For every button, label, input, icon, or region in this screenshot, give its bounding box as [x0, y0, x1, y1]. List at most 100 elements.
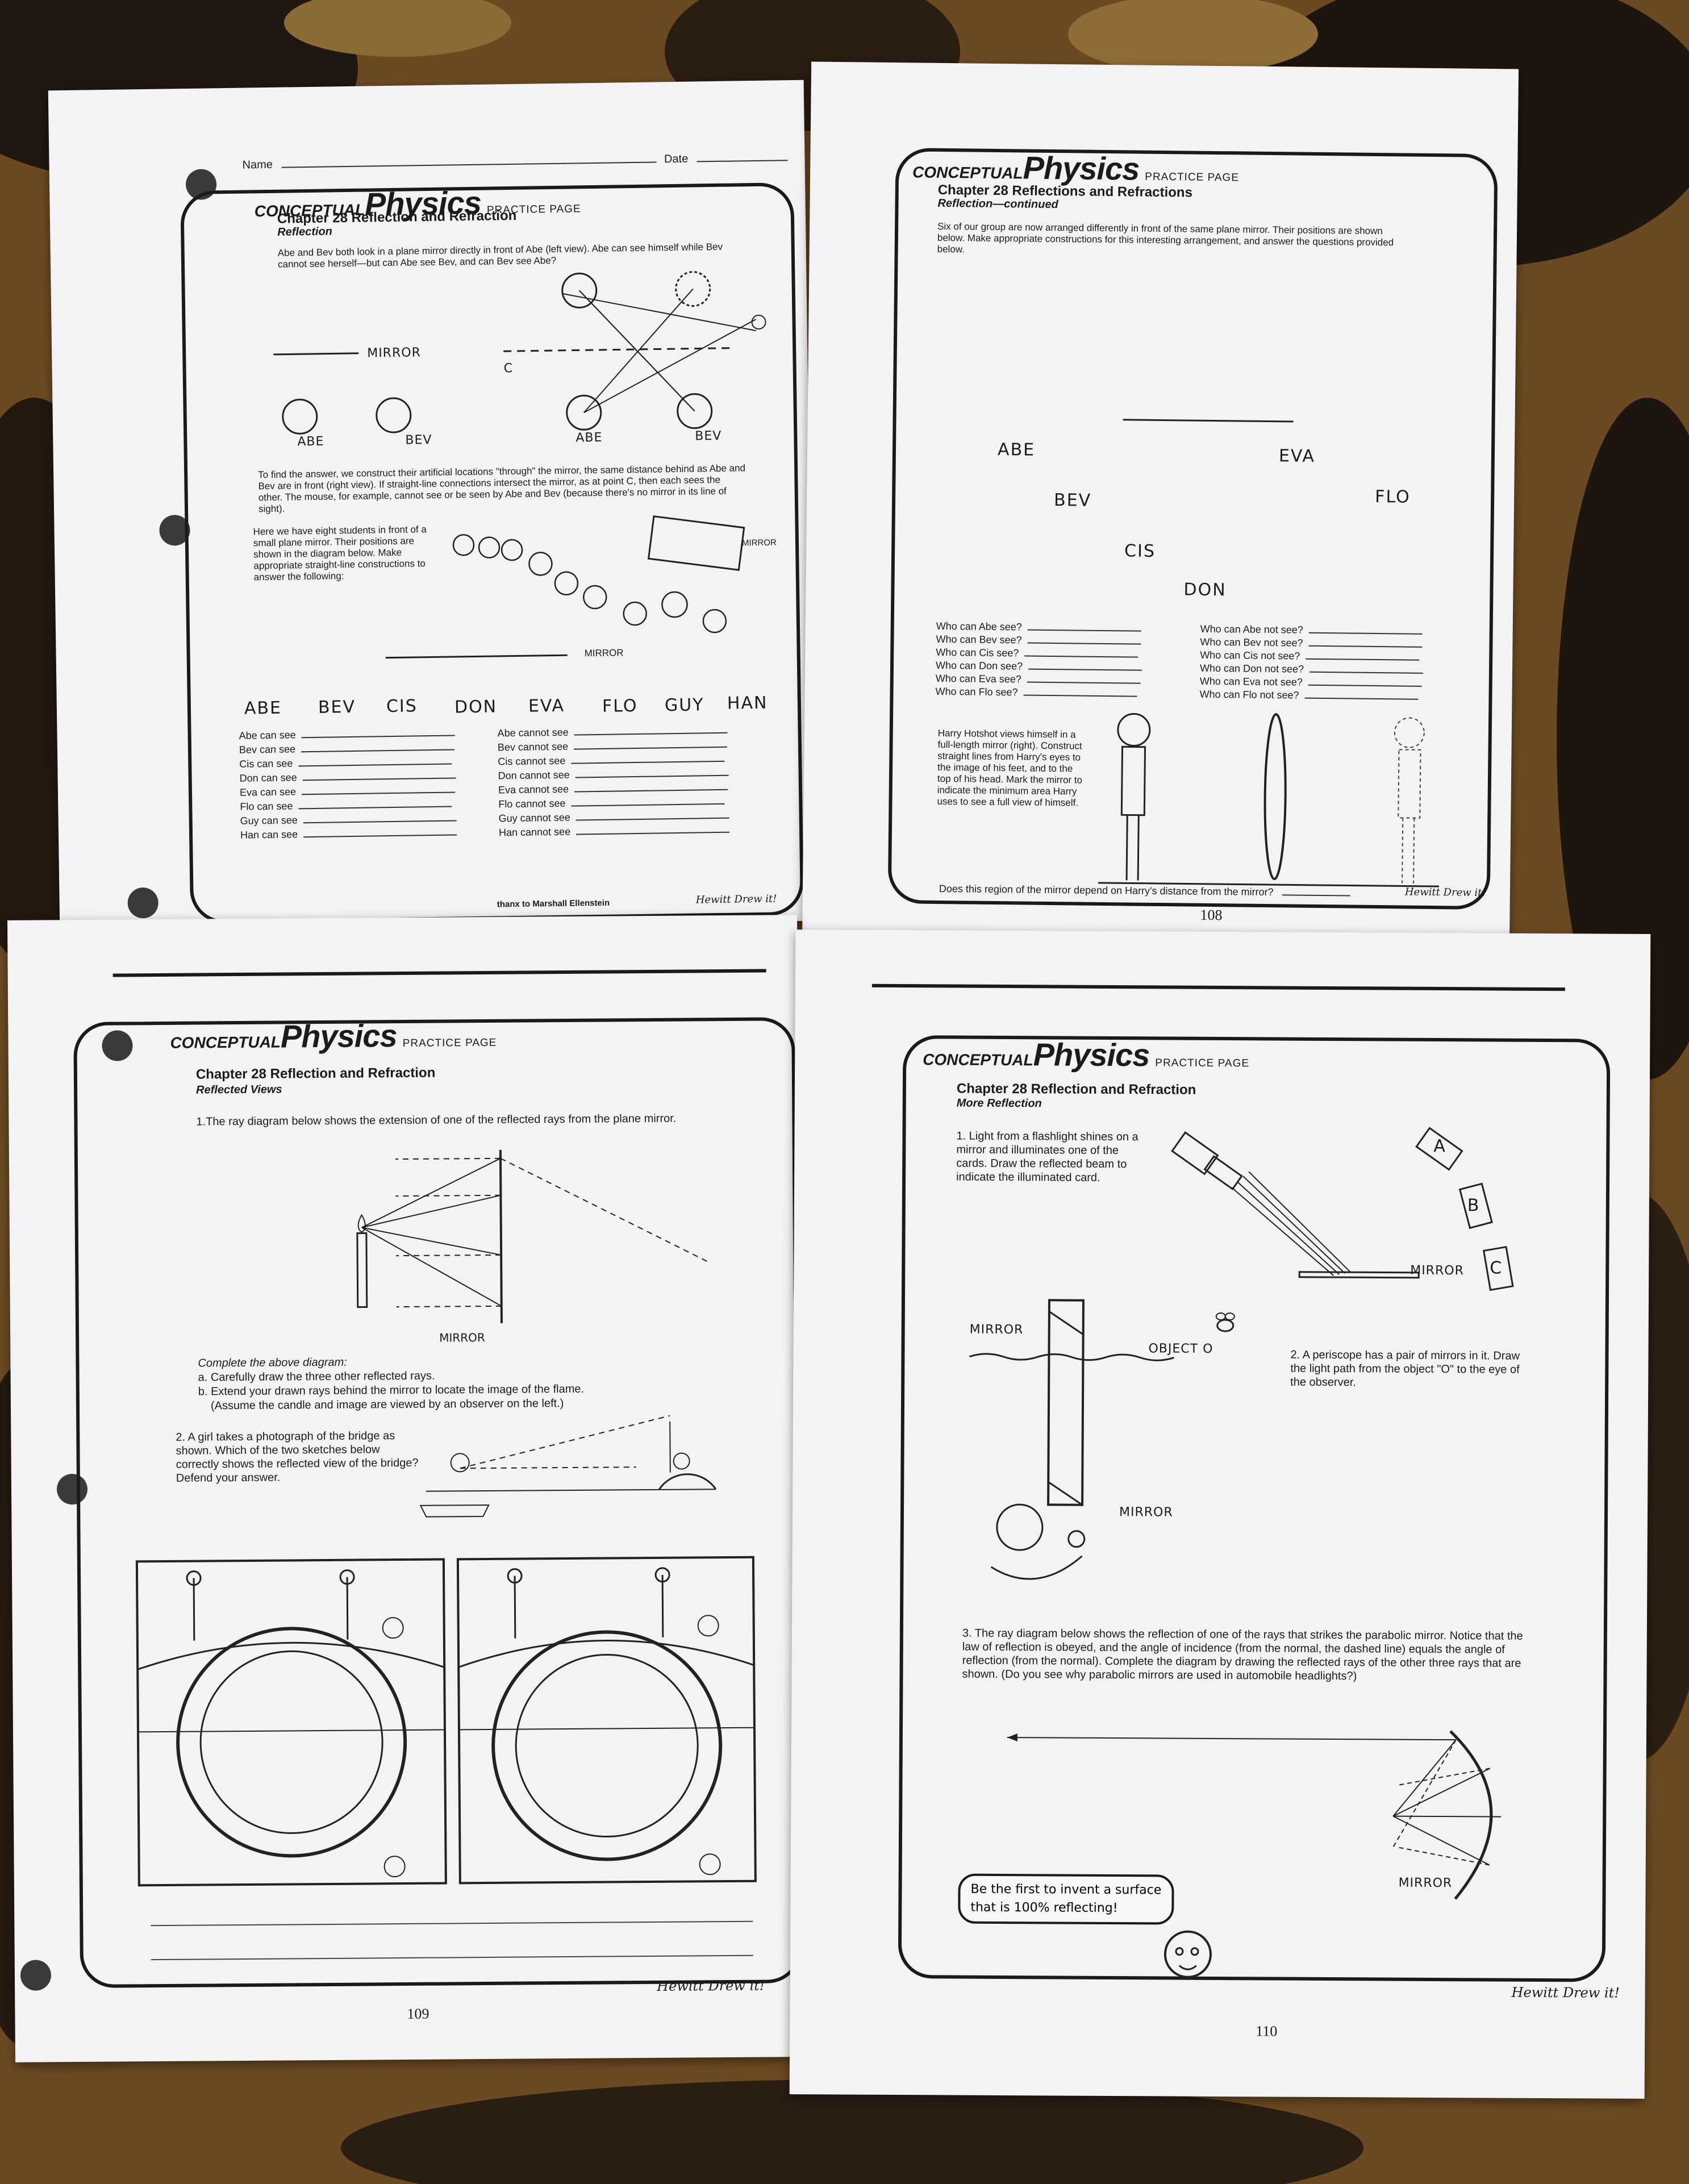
object-label: OBJECT O [1148, 1341, 1213, 1356]
girl-face-icon [1163, 1930, 1212, 1978]
name-flo: FLO [1375, 486, 1411, 507]
answer-line[interactable] [1027, 673, 1141, 684]
answer-line[interactable] [575, 809, 729, 821]
page-number: 108 [1200, 906, 1223, 924]
answer-line[interactable] [575, 823, 730, 835]
chapter-title: Chapter 28 Reflection and Refraction [956, 1081, 1196, 1098]
name-don: DON [1183, 580, 1227, 601]
answer-line[interactable] [301, 727, 455, 739]
answer-line[interactable] [1024, 647, 1138, 658]
name-bev: BEV [1053, 490, 1092, 511]
name-cis: CIS [1124, 541, 1156, 561]
answer-line[interactable] [1028, 660, 1142, 671]
intro-text: Six of our group are now arranged differ… [937, 220, 1394, 255]
bridge-photo-scene [419, 1415, 717, 1518]
card-c [1482, 1245, 1514, 1291]
cannot-see-list: Abe cannot see Bev cannot see Cis cannot… [497, 723, 730, 840]
flashlight-mirror-label: MIRROR [1410, 1263, 1464, 1278]
question-2: 2. A periscope has a pair of mirrors in … [1290, 1348, 1520, 1389]
candle-ray-diagram [356, 1149, 709, 1323]
abe-label-left: ABE [297, 434, 324, 449]
name-label: Name [242, 158, 273, 172]
student-flo: FLO [602, 695, 638, 716]
section-title: More Reflection [956, 1097, 1042, 1110]
answer-line[interactable] [571, 795, 725, 807]
answer-line[interactable] [301, 783, 456, 795]
name-abe: ABE [997, 439, 1036, 460]
step-b: b. Extend your drawn rays behind the mir… [198, 1382, 585, 1398]
answer-line[interactable] [574, 724, 728, 736]
hewitt-signature: Hewitt Drew it! [1404, 886, 1486, 899]
question-1: 1. Light from a flashlight shines on a m… [956, 1129, 1138, 1184]
student-abe: ABE [244, 698, 282, 719]
section-title: Reflected Views [196, 1083, 282, 1097]
who-cannot-see-list: Who can Abe not see? Who can Bev not see… [1199, 623, 1424, 703]
answer-line[interactable] [574, 781, 728, 793]
bubble-line-1: Be the first to invent a surface [970, 1882, 1162, 1898]
bev-label-right: BEV [695, 428, 722, 444]
binder-hole [127, 887, 159, 919]
classroom-sketch [452, 515, 745, 633]
chapter-title: Chapter 28 Reflection and Refraction [277, 207, 517, 227]
student-don: DON [454, 697, 498, 718]
bee-icon [1215, 1312, 1235, 1332]
step-a: a. Carefully draw the three other reflec… [198, 1369, 435, 1384]
harry-text: Harry Hotshot views himself in a full-le… [937, 727, 1083, 808]
answer-line[interactable] [298, 798, 452, 810]
card-b-label: B [1467, 1195, 1481, 1216]
hewitt-signature: Hewitt Drew it! [657, 1977, 765, 1994]
answer-line[interactable] [573, 738, 728, 750]
answer-line[interactable] [1306, 650, 1420, 661]
student-guy: GUY [664, 695, 704, 716]
answer-line[interactable] [575, 766, 729, 778]
complete-heading: Complete the above diagram: [198, 1356, 347, 1370]
answer-line[interactable] [1023, 686, 1137, 697]
section-title: Reflection—continued [937, 197, 1058, 211]
answer-line[interactable] [571, 752, 725, 764]
card-a-label: A [1433, 1136, 1447, 1157]
answer-line[interactable] [1027, 621, 1141, 632]
bubble-line-2: that is 100% reflecting! [970, 1900, 1118, 1916]
abe-label-right: ABE [575, 430, 603, 445]
card-a [1415, 1127, 1463, 1171]
answer-line[interactable] [1308, 624, 1423, 635]
answer-line[interactable] [1282, 894, 1350, 897]
speech-bubble: Be the first to invent a surface that is… [958, 1873, 1174, 1925]
answer-line[interactable] [298, 755, 452, 767]
header-rule [871, 983, 1565, 991]
answer-line[interactable] [301, 741, 455, 753]
answer-line[interactable] [1304, 689, 1419, 700]
header-rule [112, 969, 766, 977]
question-2: 2. A girl takes a photograph of the brid… [176, 1429, 419, 1485]
answer-line[interactable] [1310, 663, 1424, 674]
harry-mirror-drawing [1098, 713, 1440, 887]
student-cis: CIS [386, 696, 418, 717]
mirror-diagram [273, 271, 766, 435]
question-row: Who can Flo see? [935, 685, 1141, 701]
question-row: Who can Flo not see? [1199, 688, 1423, 703]
answer-line[interactable] [302, 769, 456, 781]
page-number: 110 [1256, 2023, 1278, 2040]
answer-line[interactable] [303, 812, 457, 824]
bridge-sketch-right [456, 1556, 757, 1885]
name-field[interactable] [281, 161, 657, 168]
answer-line[interactable] [303, 826, 457, 838]
eight-students-text: Here we have eight students in front of … [253, 524, 427, 583]
date-field[interactable] [697, 160, 788, 162]
parabolic-mirror-label: MIRROR [1398, 1875, 1453, 1891]
mirror-label: MIRROR [439, 1331, 485, 1345]
parabolic-mirror-diagram [1007, 1730, 1502, 1900]
answer-line[interactable] [1027, 634, 1141, 645]
who-can-see-list: Who can Abe see? Who can Bev see? Who ca… [935, 620, 1142, 701]
answer-line[interactable] [1308, 676, 1422, 687]
periscope-bottom-mirror-label: MIRROR [1119, 1505, 1173, 1520]
mirror-label: MIRROR [367, 345, 422, 361]
hewitt-signature: Hewitt Drew it! [1511, 1984, 1620, 2001]
students-mirror-label: MIRROR [584, 647, 624, 659]
can-see-row: Han can see [240, 825, 457, 842]
answer-line[interactable] [1308, 637, 1423, 648]
student-bev: BEV [318, 697, 356, 718]
